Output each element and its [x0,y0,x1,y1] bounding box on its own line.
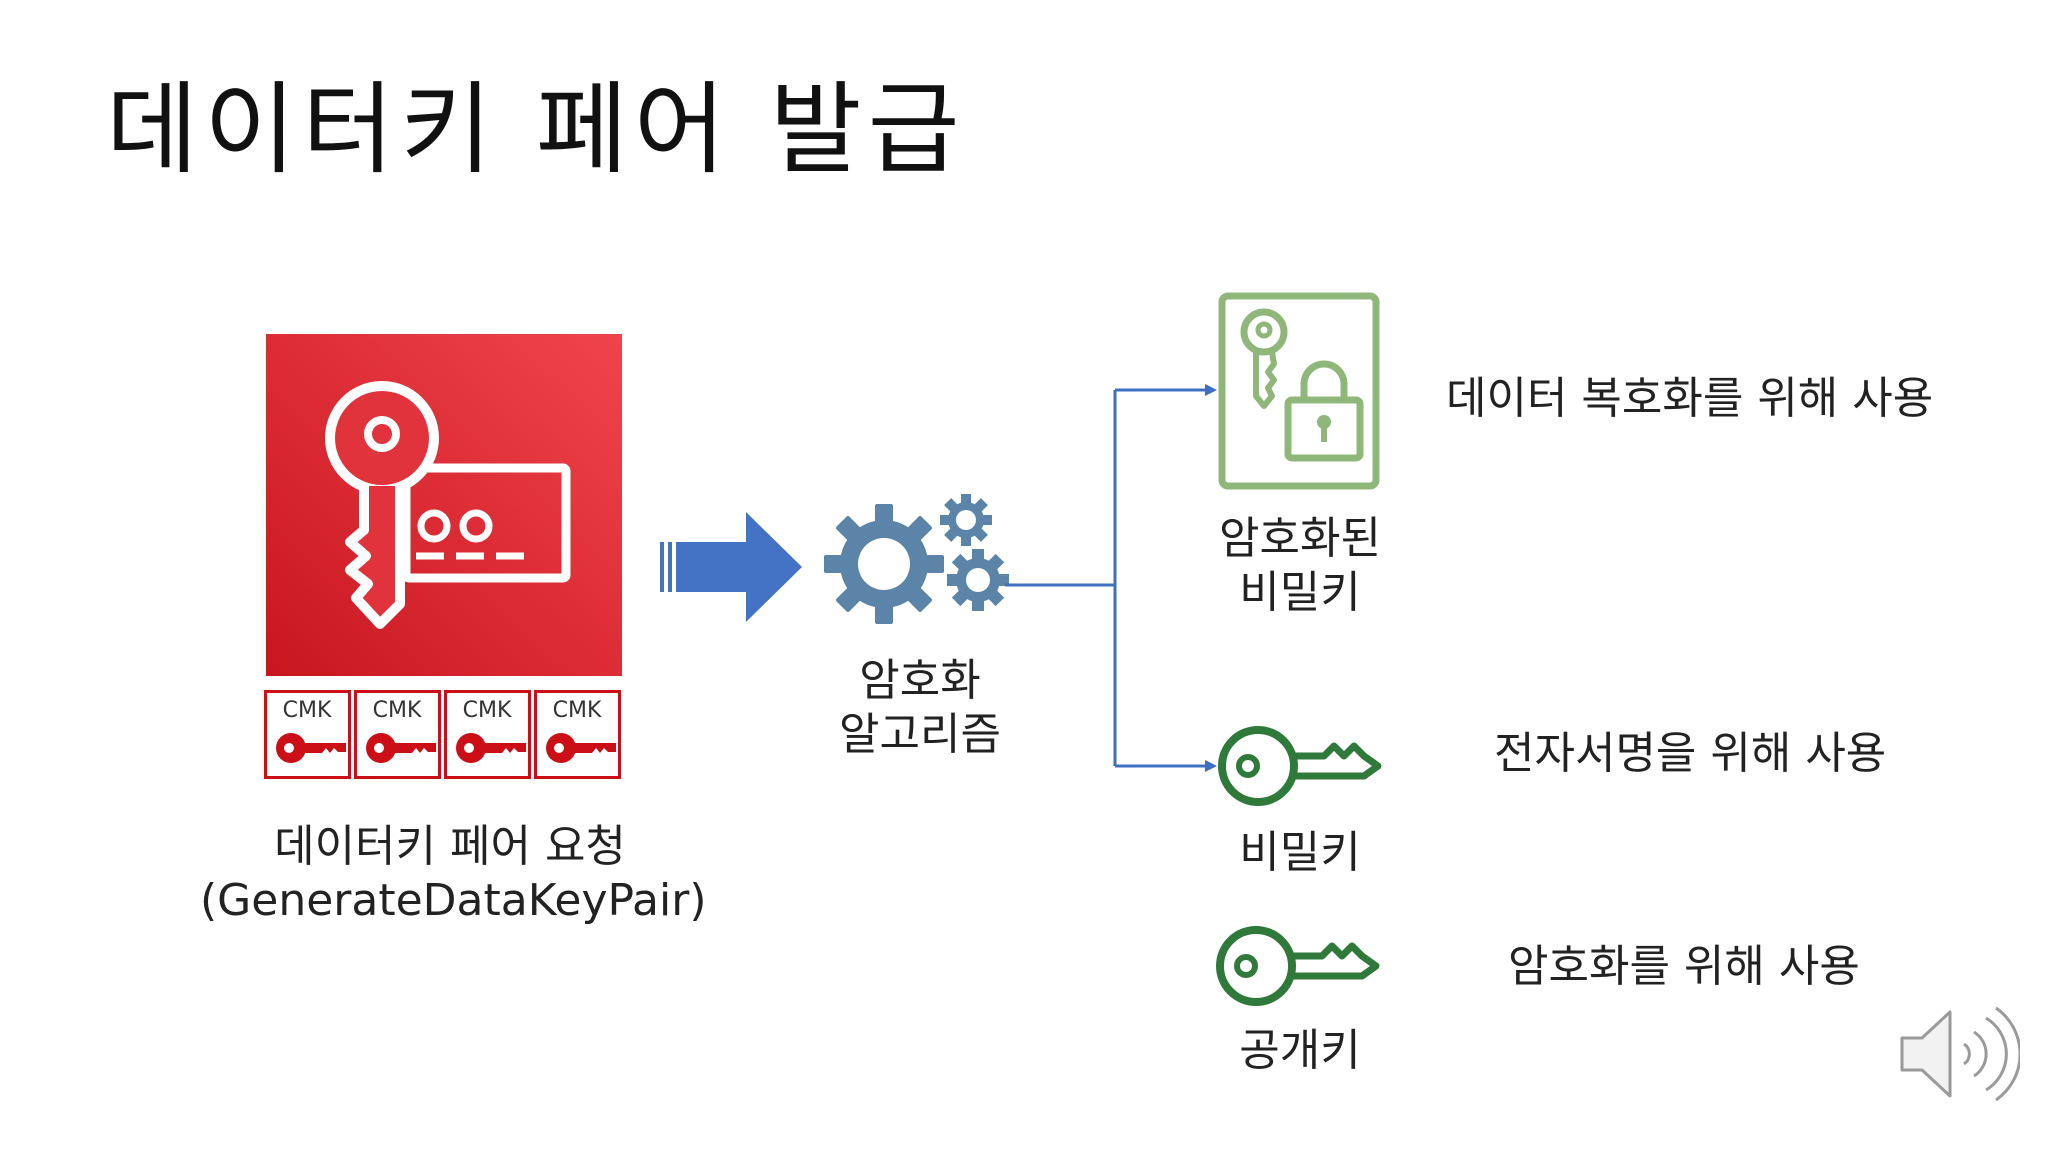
connector-lines [1005,380,1225,780]
public-key-icon [1212,922,1382,1010]
key-card-icon [266,334,622,676]
cmk-key-1: CMK [264,690,351,779]
request-label: 데이터키 페어 요청 (GenerateDataKeyPair) [200,820,707,928]
arrow-right-icon [660,512,802,622]
page-title: 데이터키 페어 발급 [106,71,966,188]
cmk-key-3: CMK [444,690,531,779]
encrypted-private-key-purpose: 데이터 복호화를 위해 사용 [1446,373,1934,424]
flow-arrow [660,512,802,622]
cmk-label: CMK [283,698,332,723]
public-key-purpose: 암호화를 위해 사용 [1508,941,1860,992]
request-label-line2: (GenerateDataKeyPair) [200,875,707,926]
audio-button[interactable] [1896,1004,2022,1104]
encrypted-private-key-line2: 비밀키 [1239,567,1361,618]
encrypted-key-document-icon [1218,292,1380,490]
encryption-algorithm-icon [822,490,1012,630]
cmk-list: CMK CMK CMK CMK [264,690,626,780]
encrypted-private-key-icon [1218,292,1382,492]
cmk-key-2: CMK [354,690,441,779]
cmk-key-4: CMK [534,690,621,779]
public-key-label: 공개키 [1239,1025,1361,1076]
encrypted-private-key-line1: 암호화된 [1219,513,1381,564]
cmk-label: CMK [373,698,422,723]
private-key-label: 비밀키 [1239,827,1361,878]
key-icon [1216,926,1380,1006]
encrypted-private-key-label: 암호화된 비밀키 [1170,512,1430,620]
algorithm-label-line1: 암호화 [859,655,981,706]
gears-icon [824,494,1009,624]
cmk-label: CMK [553,698,602,723]
private-key-icon [1214,722,1384,810]
algorithm-label: 암호화 알고리즘 [800,654,1040,762]
speaker-icon [1900,1006,2022,1102]
private-key-purpose: 전자서명을 위해 사용 [1494,728,1887,779]
data-key-pair-request-icon [266,334,622,676]
algorithm-label-line2: 알고리즘 [839,709,1001,760]
request-label-line1: 데이터키 페어 요청 [274,821,626,872]
key-icon [1218,726,1382,806]
cmk-label: CMK [463,698,512,723]
